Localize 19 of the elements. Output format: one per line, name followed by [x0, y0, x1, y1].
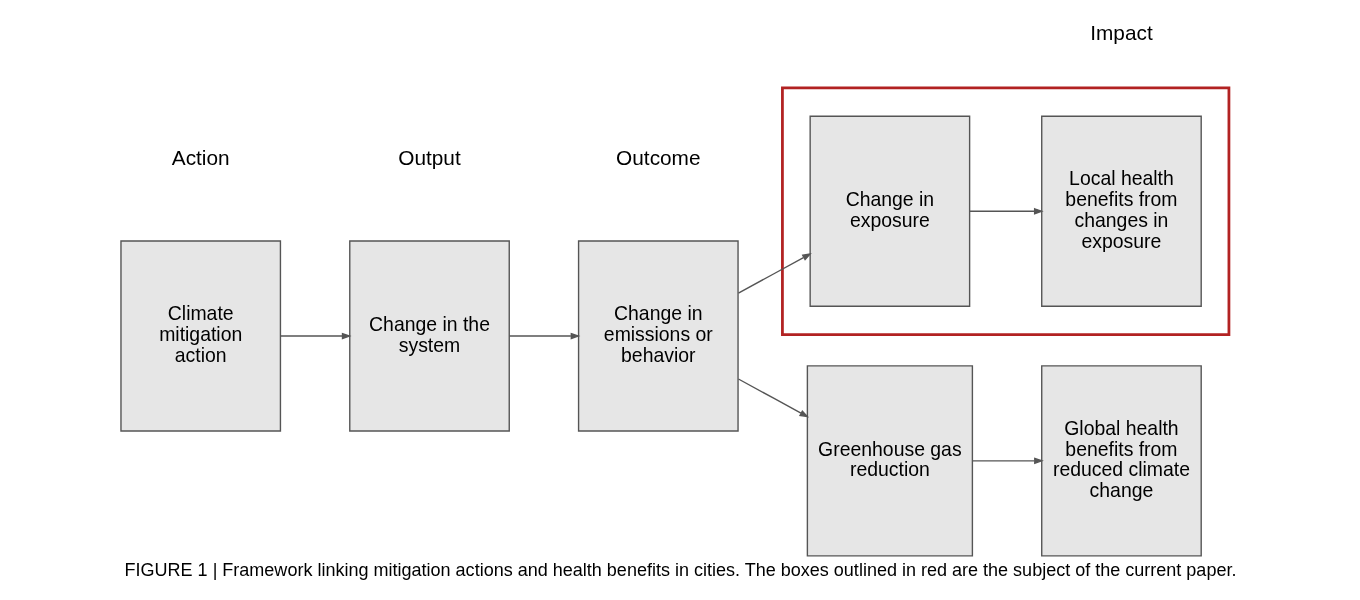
caption: FIGURE 1 | Framework linking mitigation actions and health benefits in cities. The boxes outlined in red are the subject of the current paper.	[124, 559, 1236, 580]
node-box: Climate mitigation action	[119, 240, 281, 432]
node-box: Change in exposure	[808, 115, 970, 307]
label: Action	[171, 145, 230, 169]
arrow	[508, 332, 580, 340]
arrow	[737, 378, 809, 418]
node-box: Greenhouse gas reduction	[806, 365, 973, 557]
node-box: Change in the system	[348, 240, 510, 432]
cluster	[780, 86, 1230, 337]
node-box: Global health benefits from reduced climate change	[1040, 365, 1202, 557]
label: Impact	[1089, 21, 1153, 44]
label: Output	[397, 145, 461, 169]
arrow	[737, 253, 812, 294]
label: Outcome	[615, 145, 701, 169]
node-box: Local health benefits from changes in exposure	[1040, 115, 1202, 307]
arrow	[279, 332, 352, 340]
arrow	[968, 207, 1044, 215]
arrow	[971, 457, 1044, 465]
node-box: Change in emissions or behavior	[577, 240, 739, 432]
